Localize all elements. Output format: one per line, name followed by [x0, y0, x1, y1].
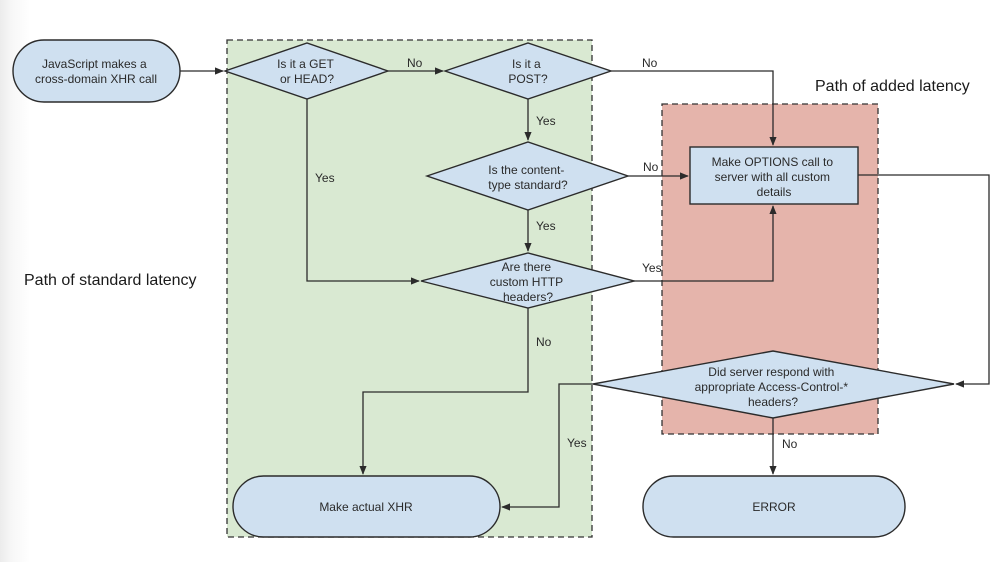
- content-type-decision: [424, 141, 631, 211]
- get-head-decision: [222, 42, 391, 100]
- post-text: Is it a POST?: [508, 57, 548, 86]
- get-head-text: Is it a GET or HEAD?: [277, 57, 337, 86]
- edge-options-to-server-respond: [858, 174, 990, 388]
- edge-label-custom-headers-yes: Yes: [642, 261, 662, 275]
- options-call-text: Make OPTIONS call to server with all cus…: [712, 155, 837, 199]
- error-terminal: [642, 475, 906, 538]
- server-respond-text: Did server respond with appropriate Acce…: [695, 365, 852, 409]
- content-type-text: Is the content- type standard?: [488, 163, 568, 192]
- custom-headers-decision: [420, 252, 637, 309]
- post-decision: [442, 42, 614, 100]
- edge-custom-headers-to-make-xhr: [359, 308, 529, 475]
- edge-custom-headers-to-options: [634, 205, 777, 282]
- edge-get-head-to-custom-headers: [306, 99, 420, 285]
- edge-label-post-yes: Yes: [536, 114, 556, 128]
- added-latency-label: Path of added latency: [815, 78, 970, 95]
- options-call-process: [689, 146, 859, 205]
- edge-label-server-respond-yes: Yes: [567, 436, 587, 450]
- edge-label-get-head-yes: Yes: [315, 171, 335, 185]
- make-xhr-terminal: [232, 475, 501, 538]
- edge-post-to-options: [611, 70, 777, 146]
- make-xhr-text: Make actual XHR: [319, 500, 413, 514]
- server-respond-decision: [592, 350, 955, 419]
- start-terminal: [12, 39, 181, 103]
- edge-label-get-head-no: No: [407, 56, 423, 70]
- edge-label-post-no: No: [642, 56, 658, 70]
- edge-label-content-type-no: No: [643, 160, 659, 174]
- edge-label-content-type-yes: Yes: [536, 219, 556, 233]
- edge-label-custom-headers-no: No: [536, 335, 552, 349]
- custom-headers-text: Are there custom HTTP headers?: [490, 260, 566, 304]
- error-text: ERROR: [752, 500, 796, 514]
- standard-latency-label: Path of standard latency: [24, 272, 197, 289]
- edge-label-server-respond-no: No: [782, 437, 798, 451]
- start-text: JavaScript makes a cross-domain XHR call: [35, 57, 157, 86]
- edge-server-respond-to-make-xhr: [501, 383, 593, 511]
